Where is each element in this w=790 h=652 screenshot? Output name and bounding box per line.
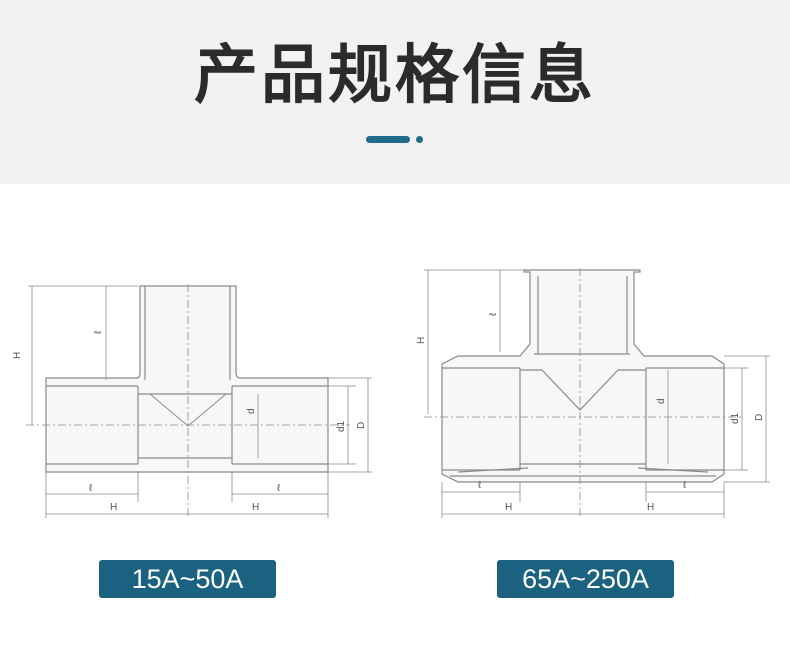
dim-label-outer-d: D: [356, 422, 367, 429]
range-badge-large: 65A~250A: [497, 560, 674, 598]
dim-label-h-vertical: H: [12, 352, 23, 359]
dim-label-outer-d: D: [754, 414, 765, 421]
dim-label-l-right: ℓ: [683, 480, 687, 491]
tee-diagram-small: [26, 284, 372, 518]
title-accent-dot: [416, 136, 423, 143]
dim-label-h-left: H: [110, 502, 117, 513]
dim-label-l-left: ℓ: [478, 480, 482, 491]
dim-label-h-left: H: [505, 502, 512, 513]
title-accent-bar: [366, 136, 410, 143]
dim-labels-small: H ℓ ℓ ℓ H H d d1 D: [12, 330, 367, 513]
dim-label-d: d: [246, 408, 257, 414]
header-banner: 产品规格信息: [0, 0, 790, 184]
dim-label-d1: d1: [730, 412, 741, 424]
dim-label-l-vertical: ℓ: [488, 312, 499, 316]
dim-label-h-right: H: [647, 502, 654, 513]
page-title: 产品规格信息: [194, 39, 596, 113]
range-badge-small: 15A~50A: [99, 560, 276, 598]
dim-label-h-vertical: H: [416, 337, 427, 344]
dim-label-h-right: H: [252, 502, 259, 513]
dim-labels-large: H ℓ ℓ ℓ H H d d1 D: [416, 312, 765, 513]
tee-diagram-large: [424, 268, 770, 518]
dim-label-l-vertical: ℓ: [93, 330, 104, 334]
dim-label-l-left: ℓ: [89, 483, 93, 494]
dim-label-d: d: [656, 398, 667, 404]
tee-diagrams-svg: H ℓ ℓ ℓ H H d d1 D: [12, 268, 770, 518]
dim-label-l-right: ℓ: [277, 483, 281, 494]
dim-label-d1: d1: [336, 420, 347, 432]
technical-drawings: H ℓ ℓ ℓ H H d d1 D: [0, 184, 790, 652]
